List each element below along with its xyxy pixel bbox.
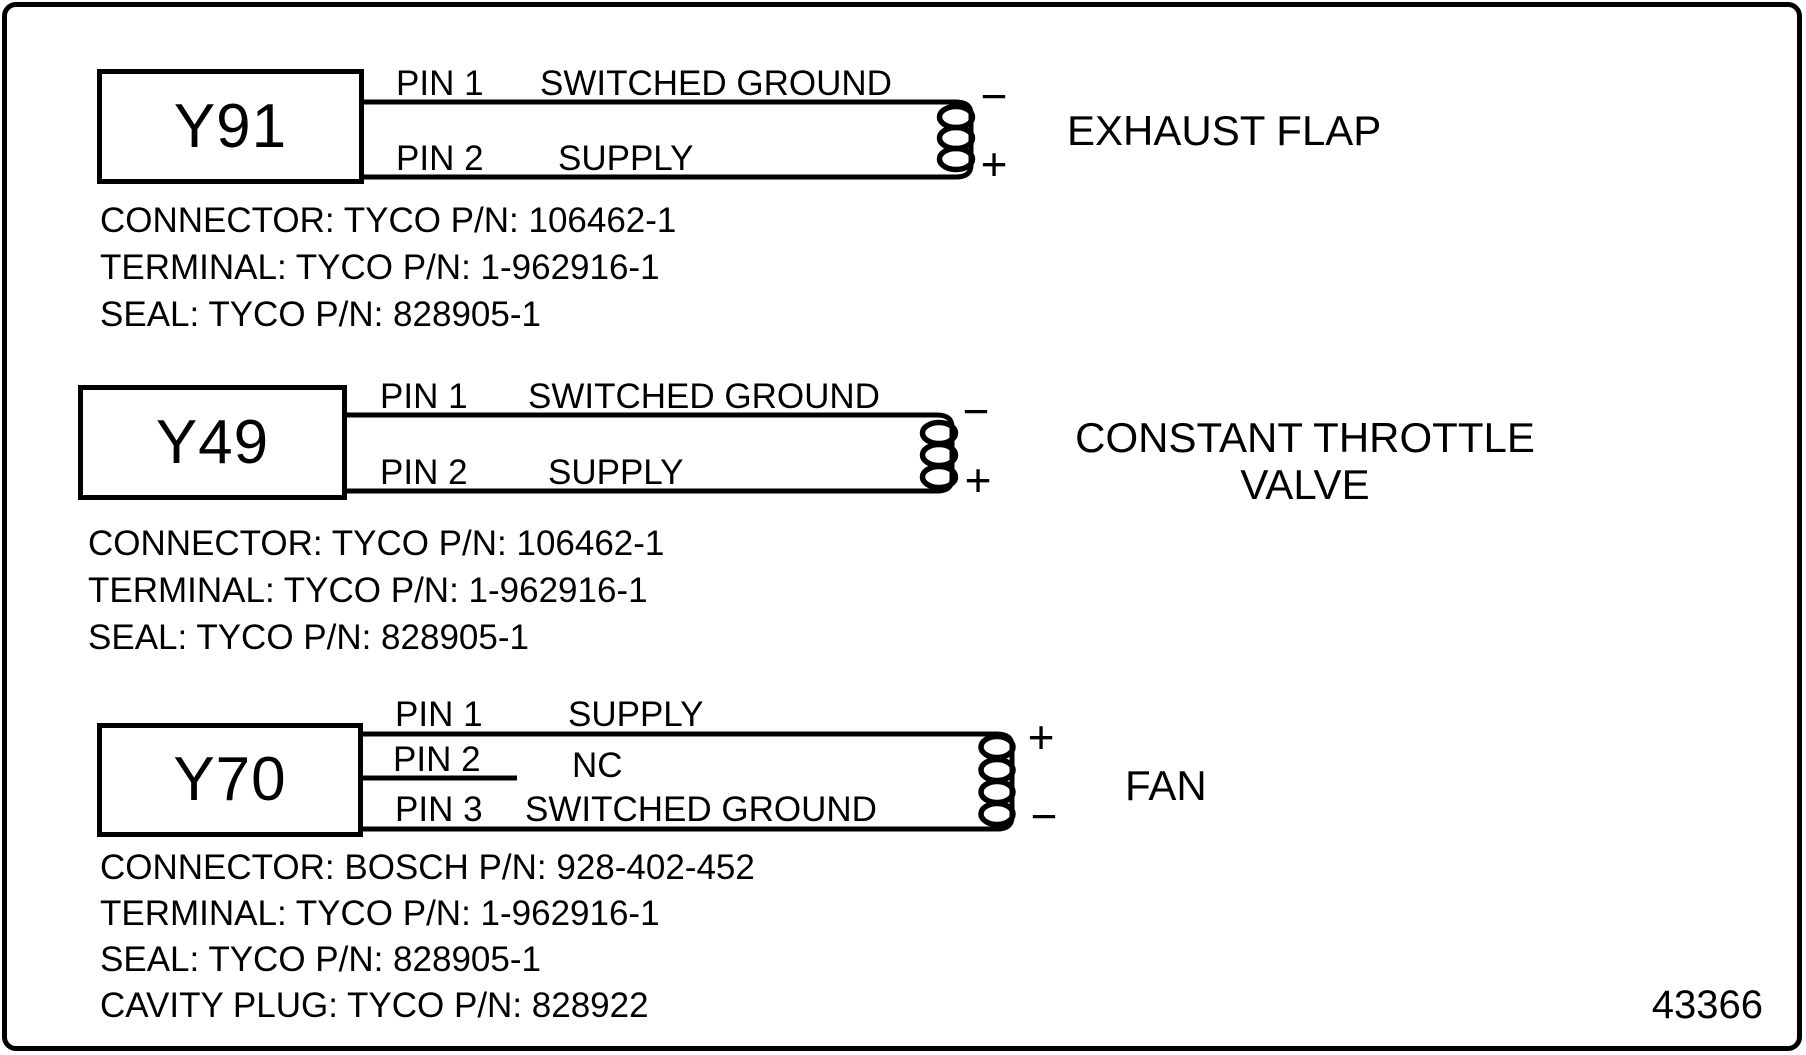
- note-line: SEAL: TYCO P/N: 828905-1: [100, 295, 541, 334]
- y70-circuit: [363, 731, 1016, 832]
- note-line: SEAL: TYCO P/N: 828905-1: [88, 618, 529, 657]
- signal-label: SWITCHED GROUND: [528, 377, 880, 416]
- signal-label: SUPPLY: [568, 695, 704, 734]
- device-label: CONSTANT THROTTLE VALVE: [1055, 414, 1555, 508]
- connector-box-y91: Y91: [97, 69, 364, 184]
- connector-id: Y70: [173, 745, 287, 814]
- notes-block: CONNECTOR: TYCO P/N: 106462-1 TERMINAL: …: [100, 197, 676, 338]
- notes-block: CONNECTOR: TYCO P/N: 106462-1 TERMINAL: …: [88, 520, 664, 661]
- device-label: FAN: [1125, 762, 1207, 809]
- pin-label: PIN 2: [396, 139, 484, 178]
- note-line: CONNECTOR: TYCO P/N: 106462-1: [88, 524, 665, 563]
- device-label: EXHAUST FLAP: [1067, 107, 1382, 154]
- note-line: CAVITY PLUG: TYCO P/N: 828922: [100, 986, 649, 1025]
- pin-label: PIN 1: [380, 377, 468, 416]
- connector-id: Y49: [155, 407, 270, 477]
- signal-label: SWITCHED GROUND: [525, 790, 877, 829]
- polarity-plus: +: [980, 138, 1008, 190]
- polarity-minus: −: [980, 70, 1008, 122]
- note-line: CONNECTOR: BOSCH P/N: 928-402-452: [100, 848, 755, 887]
- connector-id: Y91: [173, 91, 288, 161]
- signal-label: NC: [572, 746, 623, 785]
- wire-y49: [347, 412, 955, 494]
- device-label-line2: VALVE: [1240, 461, 1370, 508]
- figure-number: 43366: [1651, 983, 1763, 1027]
- pin-label: PIN 1: [395, 695, 483, 734]
- connector-box-y70: Y70: [97, 723, 363, 837]
- note-line: SEAL: TYCO P/N: 828905-1: [100, 940, 541, 979]
- signal-label: SWITCHED GROUND: [540, 64, 892, 103]
- pin-label: PIN 2: [393, 740, 481, 779]
- y91-circuit: [364, 99, 976, 180]
- polarity-minus: −: [1030, 790, 1058, 842]
- signal-label: SUPPLY: [548, 453, 684, 492]
- connector-box-y49: Y49: [78, 385, 347, 500]
- y49-circuit: [347, 412, 959, 494]
- polarity-plus: +: [1027, 711, 1055, 763]
- coil-icon: [978, 733, 1016, 828]
- coil-icon: [919, 419, 959, 491]
- coil-icon: [936, 103, 976, 173]
- note-line: TERMINAL: TYCO P/N: 1-962916-1: [100, 894, 660, 933]
- note-line: TERMINAL: TYCO P/N: 1-962916-1: [100, 248, 660, 287]
- polarity-plus: +: [964, 454, 992, 506]
- pin-label: PIN 1: [396, 64, 484, 103]
- device-label-line1: CONSTANT THROTTLE: [1075, 414, 1535, 461]
- pin-label: PIN 2: [380, 453, 468, 492]
- signal-label: SUPPLY: [558, 139, 694, 178]
- polarity-minus: −: [962, 385, 990, 437]
- pin-label: PIN 3: [395, 790, 483, 829]
- note-line: CONNECTOR: TYCO P/N: 106462-1: [100, 201, 677, 240]
- notes-block: CONNECTOR: BOSCH P/N: 928-402-452 TERMIN…: [100, 845, 755, 1029]
- note-line: TERMINAL: TYCO P/N: 1-962916-1: [88, 571, 648, 610]
